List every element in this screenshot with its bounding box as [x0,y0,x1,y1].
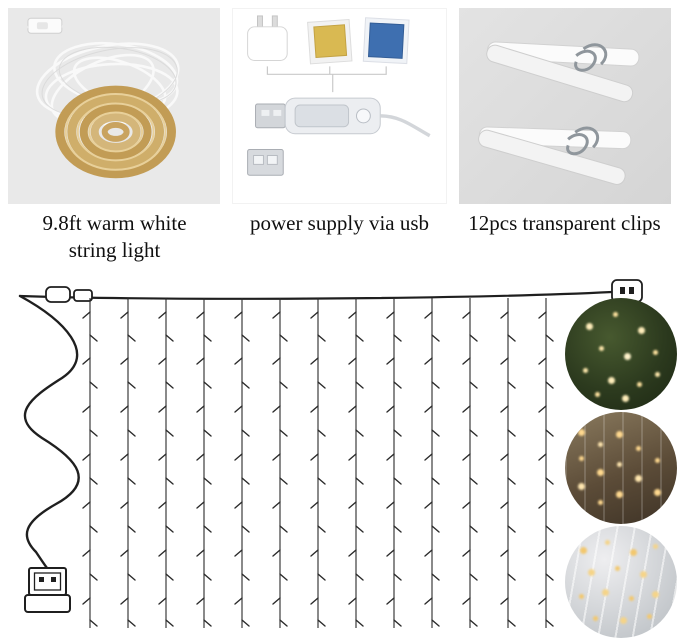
caption-power-supply: power supply via usb [249,211,430,235]
caption-string-light-text: 9.8ft warm white string light [42,211,187,263]
photo-transparent-clips [458,8,671,204]
inset-photo-greenery [565,298,677,410]
inset-photo-curtain [565,412,677,524]
usb-adapter-icon [247,15,289,61]
warm-lights-dots [565,298,570,303]
usb-plug-icon [24,567,71,613]
light-strings [82,297,554,629]
usb-controller-icon [255,97,431,138]
blue-box-icon [363,17,410,65]
caption-clips: 12pcs transparent clips [468,211,661,235]
curtain-wire [18,290,614,300]
inset-photo-closeup [565,526,677,638]
coiled-string-light-illustration [16,17,180,179]
wire-connector-icon [45,286,93,303]
gold-wire-coil-icon [55,85,176,179]
end-connector-icon [611,279,643,303]
transparent-clips-illustration [477,41,640,185]
caption-row: 9.8ft warm white string light power supp… [8,210,671,265]
controller-box-icon [16,17,97,61]
photo-usb-power-supply [232,8,447,204]
photo-string-light-coil [8,8,221,204]
clothespin-icon [485,41,640,103]
curtain-lights-schematic [18,279,643,629]
warm-lights-dots [565,412,570,417]
curtain-lights-diagram [0,268,679,640]
power-cable [18,294,80,570]
photo-row [8,8,671,204]
caption-string-light: 9.8ft warm white string light [8,210,221,265]
usb-plug-closeup-icon [247,149,285,176]
usb-power-supply-illustration [247,15,431,176]
gold-box-icon [307,18,353,65]
clothespin-icon [477,126,631,185]
warm-lights-dots [565,526,570,531]
